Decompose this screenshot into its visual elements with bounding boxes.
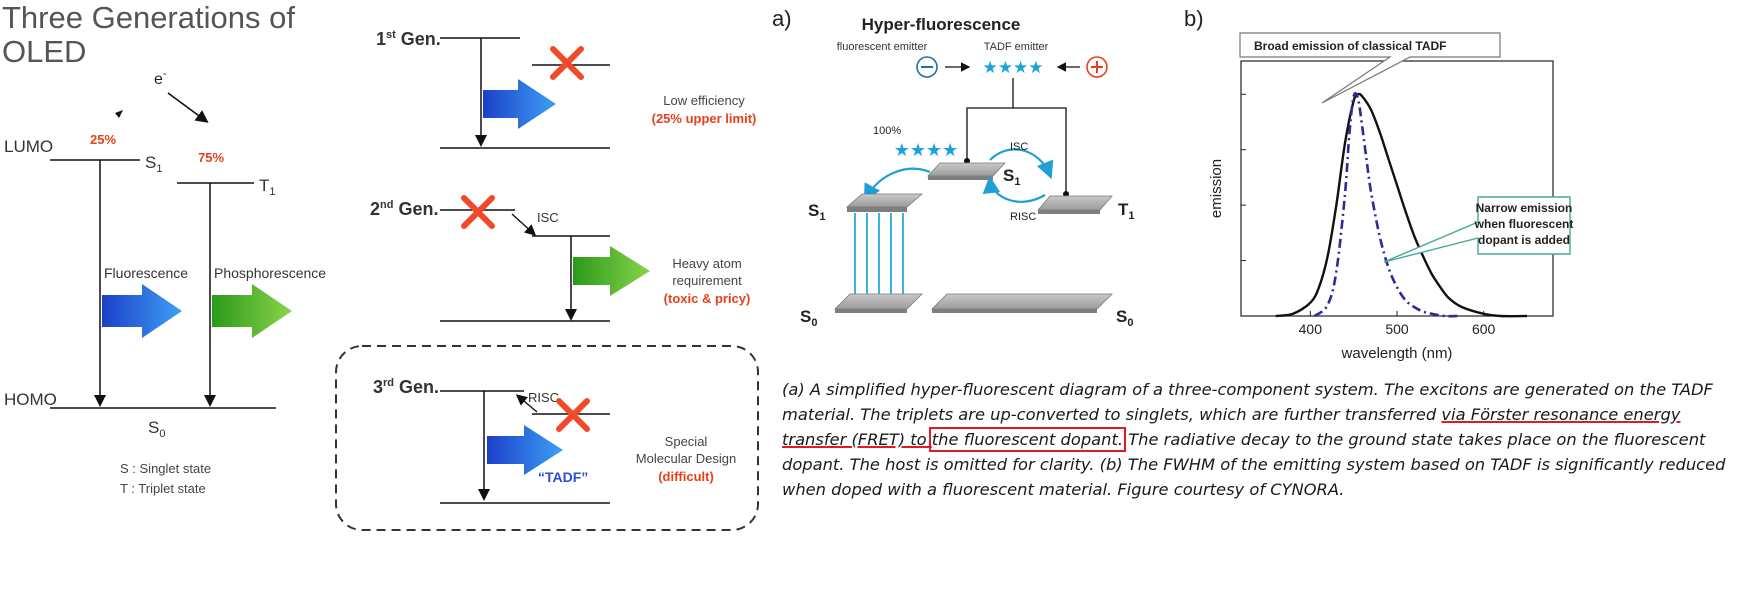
pct-singlet: 25% (90, 132, 116, 147)
caption-part-2: The radiative decay to the ground state … (782, 430, 1726, 499)
gen3-cross-icon (556, 398, 590, 432)
panel-a-s0-right: S0 (1116, 307, 1133, 329)
lumo-label: LUMO (4, 137, 53, 156)
gen1-title: 1st Gen. (376, 29, 441, 49)
fluorescence-label: Fluorescence (104, 265, 188, 281)
gen3-desc-2: Molecular Design (636, 451, 736, 466)
legend-singlet: S : Singlet state (120, 461, 211, 476)
tadf-bracket (966, 78, 1014, 160)
panel-a-stars: ★★★★ (894, 140, 959, 160)
homo-label: HOMO (4, 390, 57, 409)
gen3-note: (difficult) (658, 469, 714, 484)
series-broad-tadf-line (1275, 92, 1528, 318)
panel-a-label: a) (772, 6, 792, 31)
gen2-cross-icon (461, 195, 495, 229)
electron-arrow (167, 92, 209, 123)
fluorescent-emitter-label: fluorescent emitter (837, 41, 928, 53)
phosphorescence-label: Phosphorescence (214, 265, 326, 281)
pct-triplet: 75% (198, 150, 224, 165)
small-arrowhead (115, 110, 123, 118)
panel-a-title: Hyper-fluorescence (862, 15, 1021, 34)
panel-a: a) Hyper-fluorescence fluorescent emitte… (772, 6, 1135, 329)
risc-arrow (982, 175, 1046, 203)
gen1-desc: Low efficiency (663, 93, 745, 108)
gen3-tadf-label: “TADF” (538, 469, 588, 485)
t1-label: T1 (259, 176, 276, 198)
fluor-s0-plate (834, 293, 923, 310)
pct-100: 100% (873, 125, 901, 137)
panel-b-label: b) (1184, 6, 1204, 31)
callout-broad-text: Broad emission of classical TADF (1254, 39, 1447, 53)
gen2-isc-arrow (511, 213, 537, 236)
title-line-2: OLED (2, 34, 86, 69)
fluor-s1-plate (845, 193, 924, 208)
isc-arrow (989, 148, 1054, 180)
caption-part-1: (a) A simplified hyper-fluorescent diagr… (782, 380, 1713, 424)
figure-caption: (a) A simplified hyper-fluorescent diagr… (782, 377, 1748, 502)
x-tick-label: 600 (1472, 321, 1496, 337)
x-tick-label: 400 (1299, 321, 1323, 337)
risc-label: RISC (1010, 211, 1036, 223)
left-panel: Three Generations of OLED e- LUMO 25% 75… (2, 0, 326, 496)
tadf-bracket-right (1013, 107, 1067, 193)
x-tick-label: 500 (1385, 321, 1409, 337)
tadf-emitter-label: TADF emitter (984, 41, 1049, 53)
gen2-desc-2: requirement (672, 273, 742, 288)
caption-highlighted: the fluorescent dopant. (928, 427, 1127, 452)
panel-a-s1-label: S1 (808, 201, 825, 223)
electron-label: e- (154, 68, 167, 88)
gen1-arrow-icon (483, 79, 556, 129)
legend-triplet: T : Triplet state (120, 481, 206, 496)
panel-a-t1-label: T1 (1118, 200, 1135, 222)
plus-icon (1086, 56, 1108, 78)
gen3-risc-arrow (515, 394, 538, 413)
gen2-arrow-icon (573, 246, 650, 296)
panel-a-s0-left: S0 (800, 307, 817, 329)
t1-plate (1037, 195, 1113, 211)
gen1-note: (25% upper limit) (652, 111, 757, 126)
callout-broad: Broad emission of classical TADF (1239, 32, 1501, 104)
callout-narrow-line1: Narrow emission (1476, 201, 1573, 215)
tadf-s1-label: S1 (1003, 166, 1020, 188)
gen2-desc-1: Heavy atom (672, 256, 741, 271)
callout-narrow: Narrow emission when fluorescent dopant … (1383, 196, 1574, 263)
gen1-block: 1st Gen. Low efficiency (25% upper limit… (376, 29, 757, 149)
s0-label: S0 (148, 418, 165, 440)
gen1-cross-icon (550, 46, 584, 80)
phosphorescence-arrow-icon (212, 284, 292, 338)
s1-label: S1 (145, 153, 162, 175)
series-narrow-fluorescent-line (1313, 91, 1458, 318)
gen2-note: (toxic & pricy) (664, 291, 751, 306)
gen3-title: 3rd Gen. (373, 377, 439, 397)
gen2-isc-label: ISC (537, 210, 559, 225)
title-line-1: Three Generations of (2, 0, 295, 35)
gen2-block: 2nd Gen. ISC Heavy atom requirement (tox… (370, 195, 751, 322)
gen3-arrow-icon (487, 425, 563, 475)
gen3-risc-label: RISC (528, 390, 559, 405)
gen3-desc-1: Special (665, 434, 708, 449)
tadf-s0-plate (931, 293, 1113, 310)
gen3-block: 3rd Gen. RISC “TADF” Special Molecular D… (335, 345, 759, 531)
panel-b: b) 400 500 600 wavelength (nm) emission Broa… (1184, 6, 1573, 362)
x-axis-label: wavelength (nm) (1341, 345, 1453, 362)
gen2-title: 2nd Gen. (370, 199, 438, 219)
minus-icon (916, 56, 938, 78)
emission-chart: 400 500 600 wavelength (nm) emission (1208, 60, 1554, 362)
gen3-dashed-frame (335, 345, 759, 531)
fret-arrow (863, 167, 931, 202)
callout-narrow-line3: dopant is added (1478, 233, 1570, 247)
callout-narrow-line2: when fluorescent (1474, 217, 1574, 231)
caption-underlined: via Förster resonance energy transfer (F… (782, 405, 1681, 449)
emission-lines (854, 213, 904, 299)
y-axis-label: emission (1208, 159, 1225, 218)
fluorescence-arrow-icon (102, 284, 182, 338)
tadf-stars-icon: ★★★★ (983, 58, 1044, 77)
isc-label: ISC (1010, 141, 1028, 153)
tadf-s1-plate (927, 162, 1006, 177)
caption-paragraph: (a) A simplified hyper-fluorescent diagr… (782, 377, 1748, 502)
